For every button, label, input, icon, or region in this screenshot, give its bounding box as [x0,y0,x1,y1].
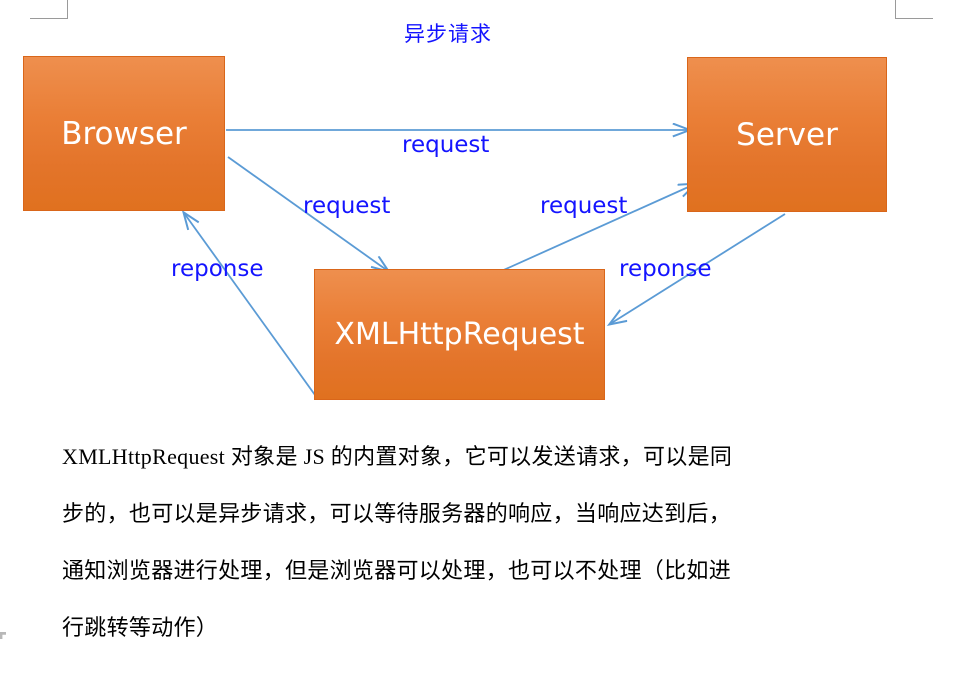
edge-label-browser-to-server: request [402,132,490,158]
text-cursor-mark [0,632,6,639]
arrow-xhr-to-server [496,184,695,274]
node-server[interactable]: Server [687,57,887,212]
edge-label-xhr-to-server: request [540,193,628,219]
arrow-server-to-xhr [610,213,786,324]
body-line-1: XMLHttpRequest 对象是 JS 的内置对象，它可以发送请求，可以是同 [62,444,733,469]
node-browser[interactable]: Browser [23,56,225,211]
edge-label-server-to-xhr: reponse [619,256,712,282]
edge-label-xhr-to-browser: reponse [171,256,264,282]
arrow-xhr-to-browser [184,213,316,396]
diagram-title: 异步请求 [404,22,492,46]
body-line-2: 步的，也可以是异步请求，可以等待服务器的响应，当响应达到后， [62,501,732,526]
diagram-area: 异步请求 Browser Server XMLHttpRequest reque… [0,0,887,400]
body-line-4: 行跳转等动作） [62,615,219,640]
arrow-layer [0,0,786,396]
arrow-browser-to-xhr [227,156,388,271]
margin-corner-mark-top-right [895,0,933,19]
margin-corner-mark-top-left [30,0,68,19]
node-xmlhttprequest[interactable]: XMLHttpRequest [314,269,605,400]
edge-label-browser-to-xhr: request [303,193,391,219]
body-paragraph: XMLHttpRequest 对象是 JS 的内置对象，它可以发送请求，可以是同… [62,428,910,656]
body-line-3: 通知浏览器进行处理，但是浏览器可以处理，也可以不处理（比如进 [62,558,732,583]
